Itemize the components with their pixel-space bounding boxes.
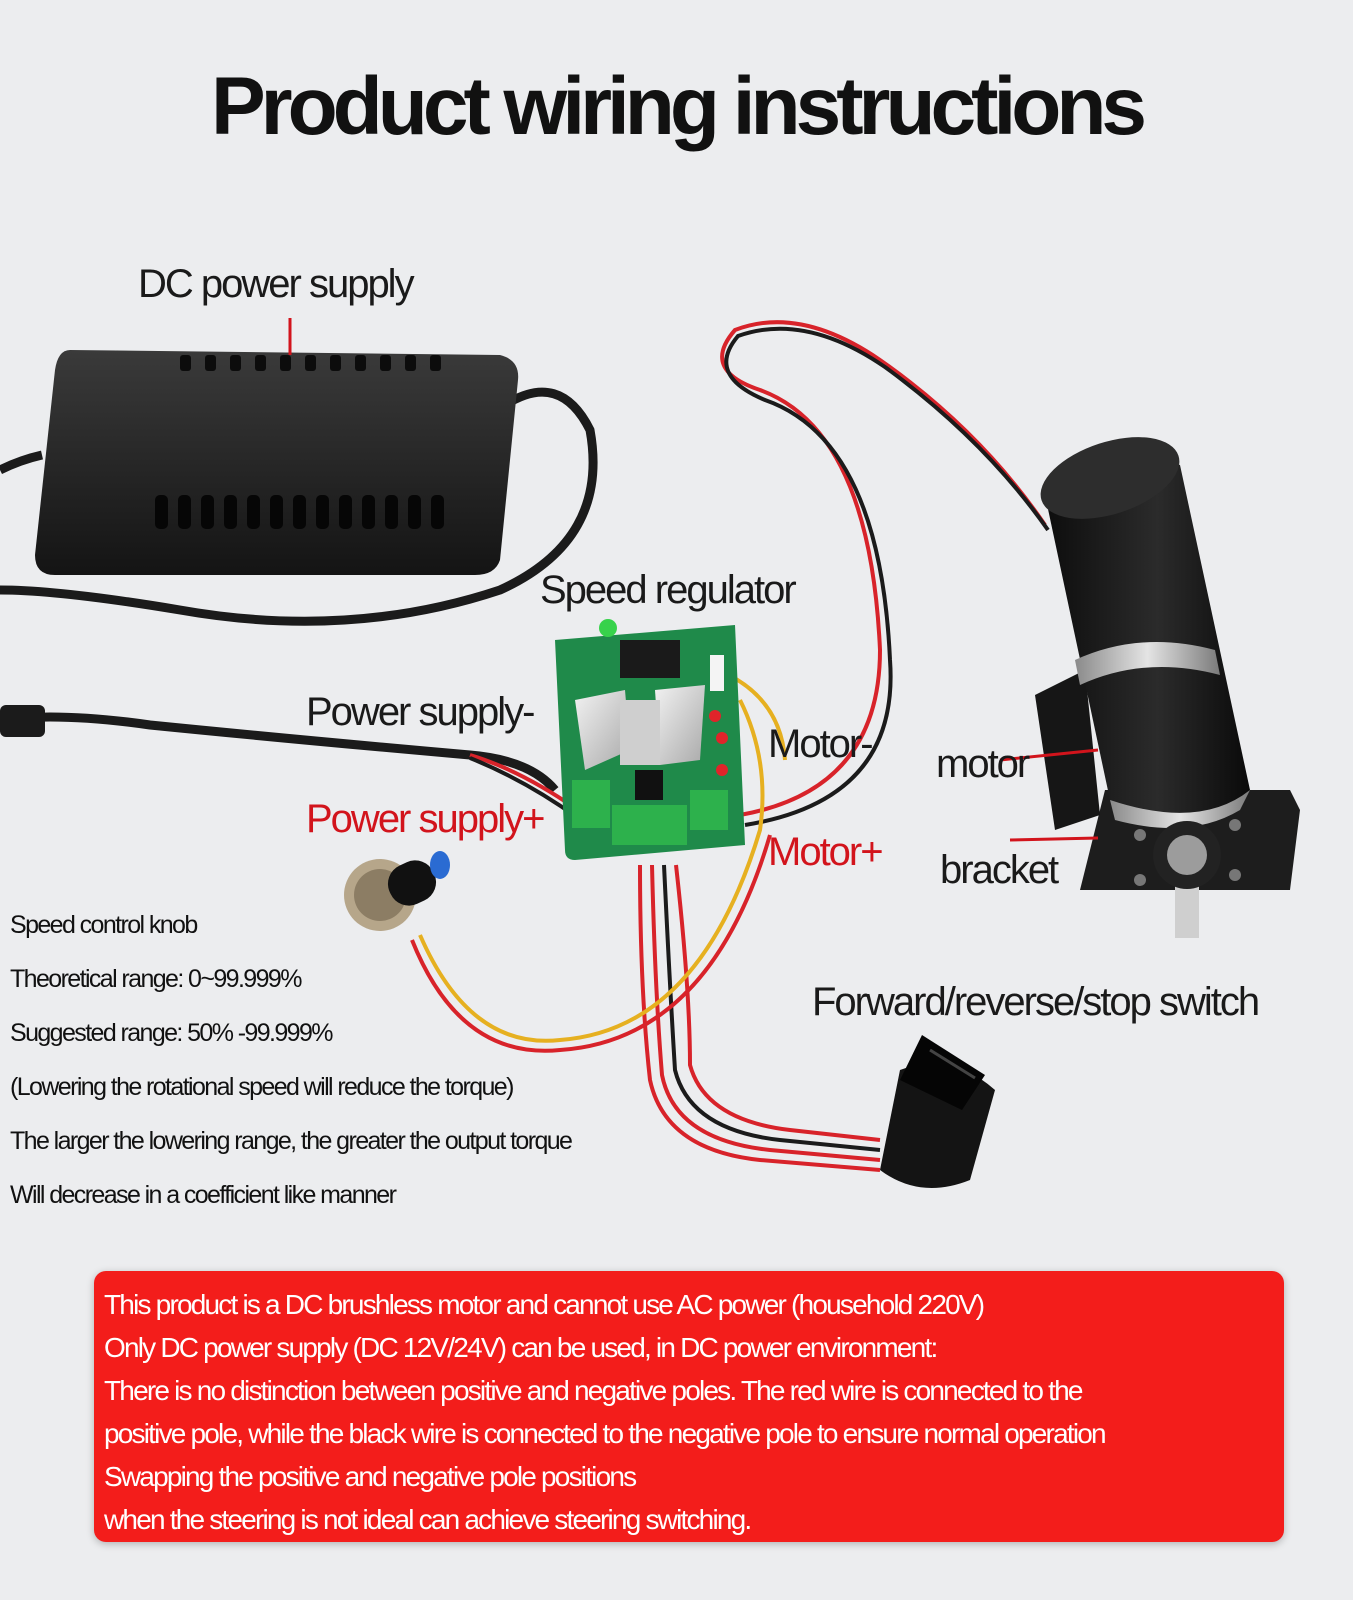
note-line: (Lowering the rotational speed will redu… xyxy=(10,1073,514,1101)
bldc-motor xyxy=(1035,437,1300,938)
label-bracket: bracket xyxy=(940,848,1059,892)
terminal-block-right xyxy=(690,790,728,830)
warning-line: when the steering is not ideal can achie… xyxy=(104,1504,752,1535)
label-motor-minus: Motor- xyxy=(768,722,874,766)
note-line: Will decrease in a coefficient like mann… xyxy=(10,1181,397,1209)
warning-line: There is no distinction between positive… xyxy=(104,1375,1083,1406)
label-switch: Forward/reverse/stop switch xyxy=(812,980,1260,1024)
top-vent-slots xyxy=(180,355,441,371)
red-led-icon xyxy=(716,732,728,744)
warning-line: positive pole, while the black wire is c… xyxy=(104,1418,1107,1449)
speed-knob-notes: Speed control knob Theoretical range: 0~… xyxy=(10,898,573,1222)
warning-box: This product is a DC brushless motor and… xyxy=(94,1271,1284,1542)
warning-line: This product is a DC brushless motor and… xyxy=(104,1289,985,1320)
note-line: The larger the lowering range, the great… xyxy=(10,1127,573,1155)
ic-chip xyxy=(620,640,680,678)
label-dc-power-supply: DC power supply xyxy=(138,262,415,306)
warning-line: Swapping the positive and negative pole … xyxy=(104,1461,637,1492)
label-motor-plus: Motor+ xyxy=(768,830,884,874)
note-line: Suggested range: 50% -99.999% xyxy=(10,1019,334,1047)
motor-pointer-line xyxy=(999,748,1099,762)
page-title: Product wiring instructions xyxy=(210,61,1147,152)
terminal-block-left xyxy=(572,780,610,828)
forward-reverse-switch xyxy=(880,1035,995,1188)
connector-header xyxy=(710,655,724,691)
dc-plug-icon xyxy=(0,705,45,737)
heatsink-left xyxy=(575,690,630,770)
note-line: Theoretical range: 0~99.999% xyxy=(10,965,302,993)
green-led-icon xyxy=(599,619,617,637)
switch-harness xyxy=(638,864,881,1172)
note-line: Speed control knob xyxy=(10,911,198,939)
label-power-supply-minus: Power supply- xyxy=(306,690,535,734)
ac-power-cord xyxy=(0,450,44,475)
motor-ring xyxy=(1075,642,1220,685)
motor-wires xyxy=(720,320,1050,827)
terminal-block-bottom xyxy=(612,805,687,845)
red-led-icon xyxy=(716,764,728,776)
rocker-switch-icon xyxy=(900,1035,985,1110)
red-led-icon xyxy=(709,710,721,722)
dc-power-supply-unit xyxy=(35,350,519,575)
mosfet xyxy=(635,770,663,800)
warning-line: Only DC power supply (DC 12V/24V) can be… xyxy=(104,1332,938,1363)
label-motor: motor xyxy=(936,742,1030,786)
label-speed-regulator: Speed regulator xyxy=(540,568,797,612)
heatsink-right xyxy=(655,685,705,765)
bracket-pointer-line xyxy=(1009,836,1099,842)
heatsink-center xyxy=(620,700,660,765)
label-power-supply-plus: Power supply+ xyxy=(306,797,545,841)
side-vent-slots xyxy=(155,495,444,529)
speed-control-knob xyxy=(344,851,450,931)
speed-regulator-board xyxy=(555,619,745,860)
dc-output-cable xyxy=(0,387,598,626)
